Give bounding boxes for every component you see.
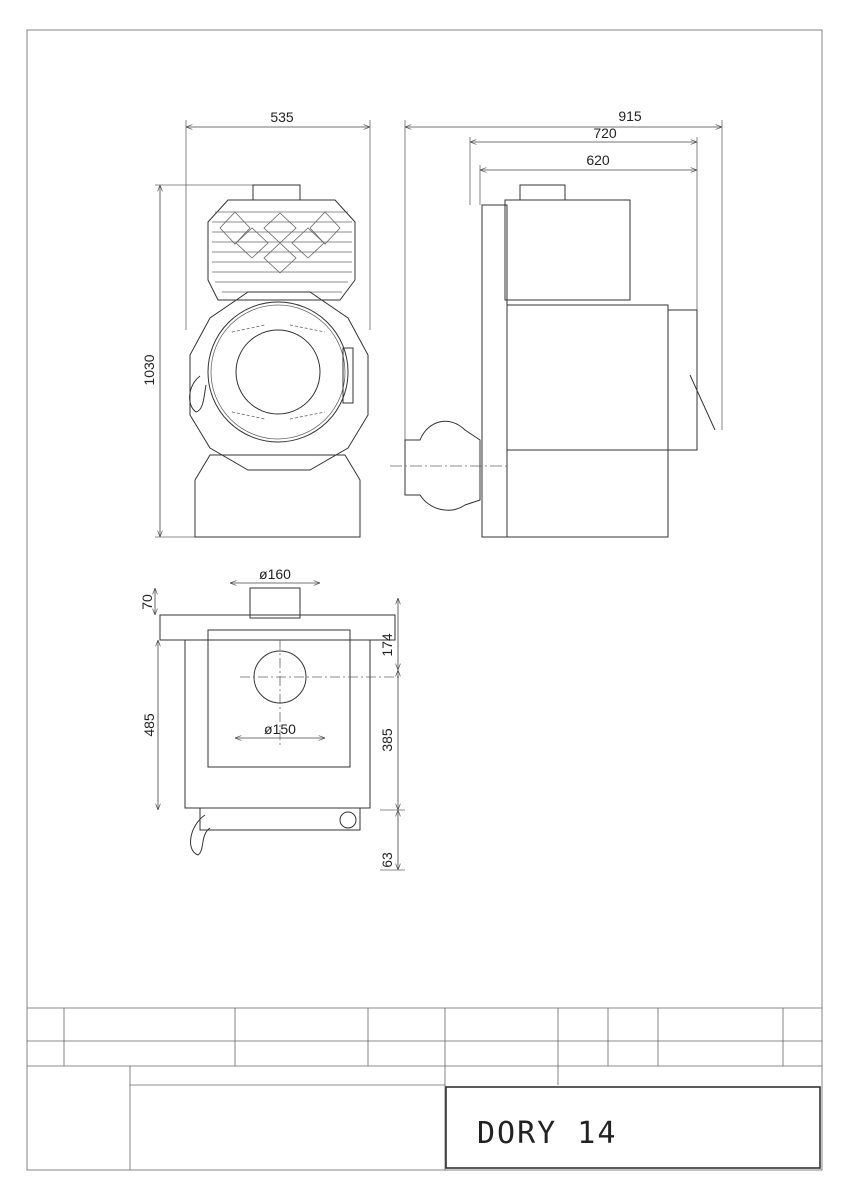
door-glass <box>235 329 321 415</box>
top-handle <box>190 814 211 856</box>
firebox-side <box>506 304 669 451</box>
depth-body-label: 620 <box>586 152 610 168</box>
title-box <box>445 1086 821 1169</box>
bottom-label: 63 <box>379 852 395 868</box>
depth-total-label: 915 <box>618 108 642 124</box>
bottom-strip <box>199 807 361 831</box>
side-base <box>506 449 669 538</box>
convection-grille <box>207 199 356 301</box>
door-handle <box>189 375 207 413</box>
outlet-diameter-label: ø150 <box>264 721 296 737</box>
back-panel <box>481 204 508 538</box>
top-inner <box>207 629 351 768</box>
upper-box <box>504 199 631 301</box>
flue-diameter-label: ø160 <box>259 566 291 582</box>
flue-collar <box>252 184 301 201</box>
door-ring <box>207 301 349 443</box>
side-view: 915 720 620 <box>390 108 723 538</box>
width-dimension-label: 535 <box>270 109 294 125</box>
front-view: 535 1030 <box>141 109 371 538</box>
top-plate <box>159 614 396 641</box>
depth-mid-label: 720 <box>593 125 617 141</box>
drawing-title: DORY 14 <box>477 1116 617 1151</box>
stove-body <box>189 291 369 471</box>
outlet-height-label: 385 <box>379 728 395 752</box>
outlet-top-label: 174 <box>379 633 395 657</box>
height-dimension-label: 1030 <box>141 354 157 385</box>
stove-base <box>194 454 361 538</box>
rear-connector <box>404 420 481 511</box>
top-flue <box>249 587 301 619</box>
body-depth-label: 485 <box>141 713 157 737</box>
side-flue <box>519 184 566 201</box>
sheet-border <box>26 29 823 1171</box>
door-hinge <box>342 347 354 404</box>
top-view: ø160 ø150 70 485 174 385 63 <box>139 566 405 871</box>
title-block <box>27 1007 822 1170</box>
door-side <box>667 309 698 451</box>
top-offset-label: 70 <box>139 594 155 610</box>
